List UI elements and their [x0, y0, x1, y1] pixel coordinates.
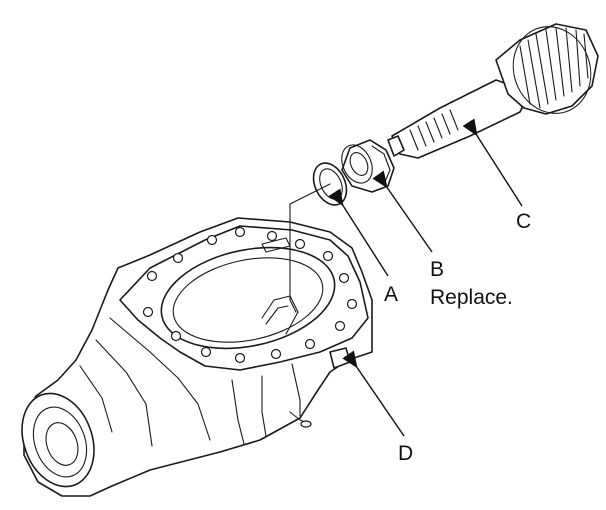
leader-line-a — [328, 188, 389, 277]
alignment-line — [289, 183, 331, 313]
callout-b-note: Replace. — [430, 286, 513, 309]
callout-b: B — [430, 258, 444, 281]
leader-line-d — [342, 350, 405, 437]
leader-line-c — [462, 118, 523, 207]
transfer-housing — [21, 217, 373, 497]
flange-bolt-holes — [142, 226, 358, 364]
callout-d: D — [398, 442, 413, 465]
callout-c: C — [516, 210, 531, 233]
shaft-part-c — [387, 23, 599, 159]
callout-a: A — [384, 283, 398, 306]
leader-line-b — [372, 170, 433, 253]
